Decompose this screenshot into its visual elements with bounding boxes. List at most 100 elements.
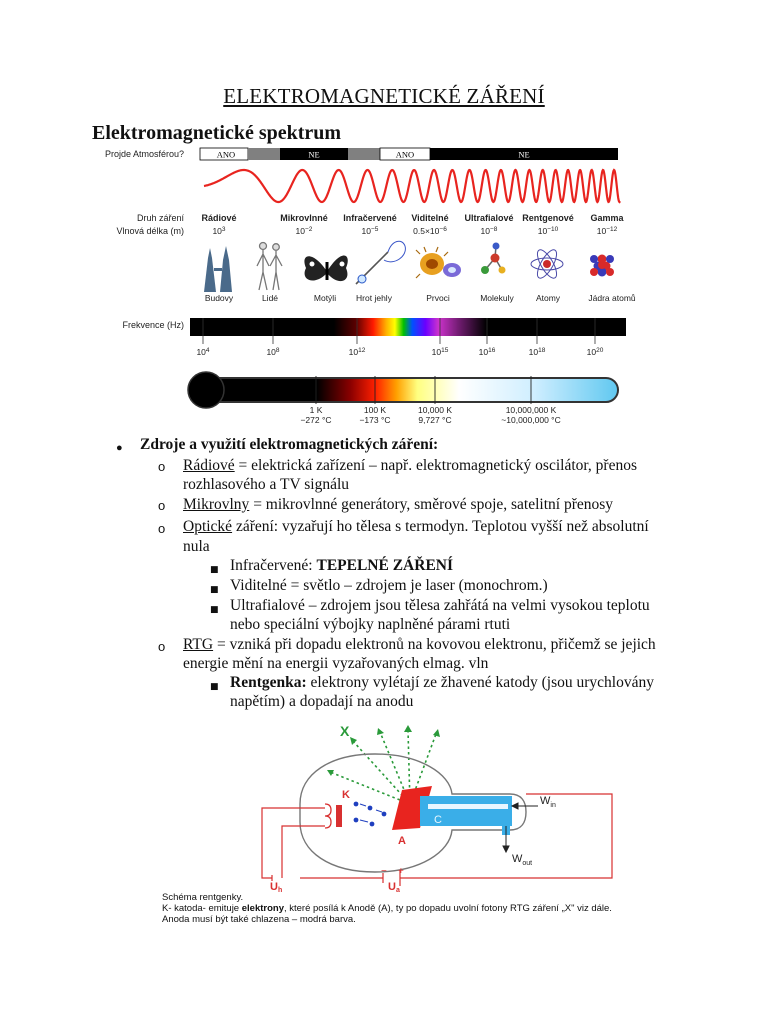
rtg-text: = vzniká při dopadu elektronů na kovovou… (213, 636, 656, 653)
list-item-rtg: RTG = vzniká při dopadu elektronů na kov… (183, 635, 656, 655)
object-label: Lidé (262, 293, 278, 303)
radiation-type-row-label: Druh záření (137, 213, 185, 223)
wavelength-base: 0.5×10 (413, 226, 440, 236)
people-icon (256, 241, 283, 291)
circuit-wires (261, 793, 613, 886)
frequency-exponent: 16 (488, 347, 496, 354)
wavelength-exponent: −10 (547, 226, 558, 233)
coolant-in-subscript: in (550, 802, 556, 809)
temperature-celsius: ~10,000,000 °C (501, 415, 560, 425)
minus-sign: − (381, 866, 387, 877)
sub-bullet-marker: o (158, 459, 166, 474)
molecule-icon (481, 242, 506, 274)
list-item-xray-tube: Rentgenka: elektrony vylétají ze žhavené… (230, 673, 654, 693)
atmosphere-segment-label: ANO (396, 150, 414, 160)
frequency-exponent: 4 (206, 347, 210, 354)
frequency-row-label: Frekvence (Hz) (122, 320, 184, 330)
coolant-out-subscript: out (522, 860, 532, 867)
term-optical: Optické (183, 518, 233, 535)
object-label: Hrot jehly (356, 293, 393, 303)
frequency-exponent: 12 (358, 347, 366, 354)
coolant-label: C (434, 814, 442, 826)
butterfly-icon (304, 255, 348, 282)
sub-bullet-marker: o (158, 498, 166, 513)
atmosphere-row-label: Projde Atmosférou? (105, 149, 184, 159)
heater-voltage-u: U (270, 881, 278, 892)
list-item-visible: Viditelné = světlo – zdrojem je laser (m… (230, 577, 548, 594)
cathode-filament-icon (324, 803, 342, 829)
square-bullet-marker: ■ (210, 682, 219, 692)
coolant-in-label-w: W (540, 795, 551, 807)
anode-voltage-label: Ua (388, 881, 400, 892)
heater-voltage-label: Uh (270, 881, 282, 892)
bullet-marker: ● (116, 442, 123, 454)
wavelength-row-label: Vlnová délka (m) (116, 226, 184, 236)
wavelength-exponent: −12 (606, 226, 617, 233)
frequency-tick-label: 108 (266, 347, 279, 357)
wavelength-base: 10 (296, 226, 306, 236)
document-title: ELEKTROMAGNETICKÉ ZÁŘENÍ (223, 84, 545, 108)
term-radio: Rádiové (183, 457, 235, 474)
wavelength-base: 10 (597, 226, 607, 236)
frequency-base: 10 (349, 347, 359, 357)
anode-voltage-u: U (388, 881, 396, 892)
anode-coolant (420, 796, 512, 835)
x-ray-arrowheads (327, 725, 440, 776)
wavelength-value: 10−5 (362, 226, 379, 236)
coolant-inlet-arrow (510, 802, 538, 810)
caption-pre: K- katoda- emituje (162, 903, 242, 914)
frequency-tick-label: 1020 (587, 347, 604, 357)
wavelength-base: 10 (212, 226, 222, 236)
tube-bold: Rentgenka: (230, 674, 307, 691)
wavelength-exponent: −2 (305, 226, 313, 233)
frequency-tick-label: 104 (196, 347, 209, 357)
list-heading: Zdroje a využití elektromagnetických zář… (140, 436, 439, 453)
x-ray-label: X (340, 723, 350, 739)
temperature-kelvin: 1 K (310, 405, 323, 415)
radio-text: = elektrická zařízení – např. elektromag… (234, 457, 637, 474)
frequency-exponent: 20 (596, 347, 604, 354)
term-microwave: Mikrovlny (183, 496, 250, 513)
coolant-out-label: Wout (512, 853, 532, 867)
coolant-out-label-w: W (512, 853, 523, 865)
frequency-tick-label: 1015 (432, 347, 449, 357)
sub-bullet-marker: o (158, 521, 166, 536)
anode-label: A (398, 835, 406, 847)
diagram-caption-line-3: Anoda musí být také chlazena – modrá bar… (162, 914, 356, 925)
tube-text: elektrony vylétají ze žhavené katody (js… (306, 674, 654, 691)
object-label: Budovy (205, 293, 234, 303)
diagram-caption-title: Schéma rentgenky. (162, 892, 244, 903)
wavelength-value: 10−8 (481, 226, 498, 236)
temperature-kelvin: 100 K (364, 405, 387, 415)
radiation-type-name: Infračervené (343, 213, 397, 223)
atom-icon (530, 249, 564, 279)
protozoa-icon (415, 246, 461, 279)
optical-text-cont: nula (183, 538, 210, 555)
diagram-caption-line-2: K- katoda- emituje elektrony, které posí… (162, 903, 612, 915)
frequency-base: 10 (587, 347, 597, 357)
wavelength-value: 10−12 (597, 226, 618, 236)
object-label-nuclei: Jádra atomů (588, 293, 636, 303)
list-item-ultraviolet: Ultrafialové – zdrojem jsou tělesa zahřá… (230, 597, 650, 614)
frequency-tick-label: 1018 (529, 347, 546, 357)
thermometer (187, 371, 619, 409)
electron-dots (353, 801, 387, 827)
rtg-text-cont: energie mění na energii vyzařovaných elm… (183, 655, 489, 672)
object-label: Motýli (314, 293, 336, 303)
ir-bold: TEPELNÉ ZÁŘENÍ (316, 557, 454, 574)
radiation-type-name: Rádiové (201, 213, 236, 223)
list-item-microwave: Mikrovlny = mikrovlnné generátory, směro… (183, 495, 613, 515)
plus-sign: + (398, 866, 404, 877)
radiation-type-name: Gamma (590, 213, 624, 223)
frequency-exponent: 18 (538, 347, 546, 354)
frequency-exponent: 8 (276, 347, 280, 354)
wavelength-base: 10 (538, 226, 548, 236)
sub-bullet-marker: o (158, 639, 166, 654)
wavelength-exponent: −5 (371, 226, 379, 233)
frequency-base: 10 (196, 347, 206, 357)
atmosphere-segment-label: NE (308, 150, 319, 160)
em-spectrum-figure: Projde Atmosférou? ANO NE ANO NE Druh zá… (105, 147, 636, 425)
